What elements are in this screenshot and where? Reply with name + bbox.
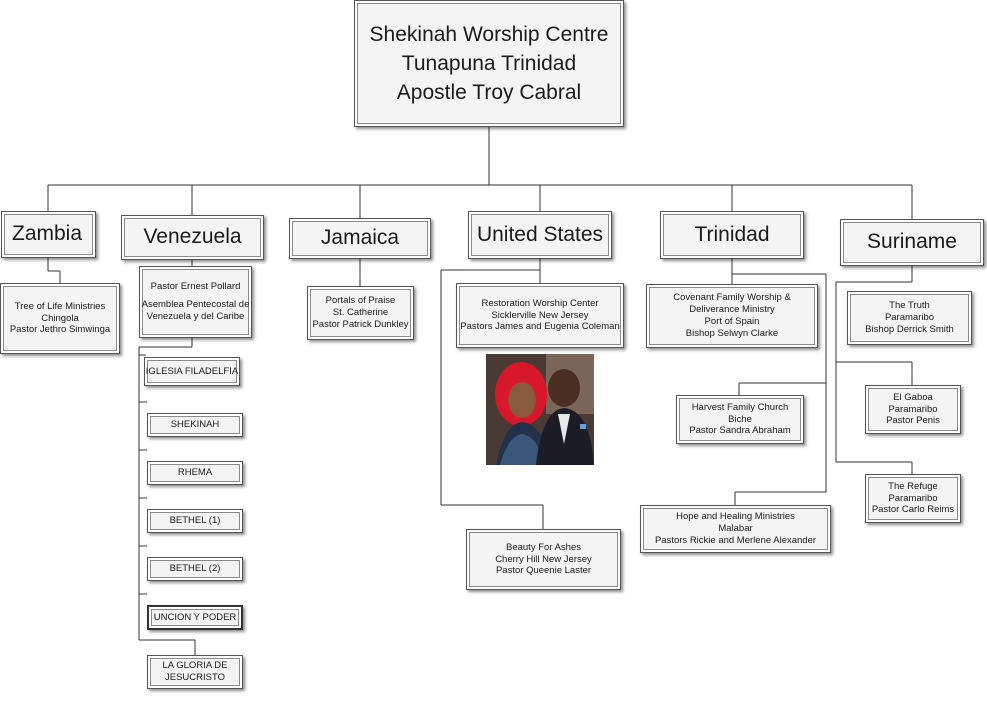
church-name: Tree of Life Ministries [14, 300, 106, 312]
church-name: The Truth [889, 300, 930, 312]
church-location: Cherry Hill New Jersey [495, 553, 592, 565]
harvest-family-church: Harvest Family Church Biche Pastor Sandr… [676, 395, 804, 444]
country-united-states: United States [468, 211, 612, 259]
church-bethel-2: BETHEL (2) [147, 557, 243, 581]
pastor-name: Pastor Ernest Pollard [150, 281, 241, 293]
covenant-family-worship: Covenant Family Worship & Deliverance Mi… [646, 284, 818, 348]
church-location: Port of Spain [704, 316, 760, 327]
country-suriname: Suriname [840, 219, 984, 266]
church-pastor: Pastor Sandra Abraham [689, 425, 791, 437]
country-jamaica: Jamaica [289, 218, 431, 259]
church-name: Portals of Praise [325, 295, 396, 307]
church-pastor: Pastor Queenie Laster [495, 565, 592, 577]
church-location: Chingola [41, 312, 79, 324]
church-name: Restoration Worship Center [481, 297, 599, 309]
church-shekinah: SHEKINAH [147, 413, 243, 437]
church-name: Harvest Family Church [691, 401, 789, 413]
church-pastor: Pastor Patrick Dunkley [312, 318, 409, 330]
church-location: Sicklerville New Jersey [491, 309, 589, 321]
church-label: SHEKINAH [170, 419, 220, 431]
church-label: BETHEL (1) [169, 515, 221, 527]
church-pastor: Bishop Selwyn Clarke [685, 327, 779, 339]
church-pastor: Pastor Penis [886, 415, 940, 427]
country-label: Venezuela [143, 225, 242, 249]
church-label: IGLESIA FILADELFIA [145, 365, 239, 377]
country-label: Trinidad [694, 222, 770, 246]
church-pastor: Pastor Jethro Simwinga [9, 324, 111, 336]
venezuela-head: Pastor Ernest Pollard Asemblea Pentecost… [139, 266, 252, 338]
country-label: United States [476, 222, 604, 246]
portals-of-praise: Portals of Praise St. Catherine Pastor P… [307, 286, 414, 340]
church-label: UNCION Y PODER [153, 611, 237, 623]
restoration-worship-center: Restoration Worship Center Sicklerville … [456, 283, 624, 348]
pastors-photo-illustration [486, 354, 594, 465]
country-label: Jamaica [320, 226, 400, 250]
church-rhema: RHEMA [147, 461, 243, 485]
organization-name: Asemblea Pentecostal de Venezuela y del … [141, 299, 250, 322]
country-label: Suriname [867, 230, 957, 254]
church-iglesia-filadelfia: IGLESIA FILADELFIA [144, 357, 240, 386]
country-venezuela: Venezuela [121, 215, 264, 260]
church-location: Malabar [718, 523, 753, 535]
hope-and-healing-ministries: Hope and Healing Ministries Malabar Past… [640, 505, 831, 553]
beauty-for-ashes: Beauty For Ashes Cherry Hill New Jersey … [466, 529, 621, 590]
church-pastor: Pastors Rickie and Merlene Alexander [654, 534, 817, 546]
church-name-line-2: Deliverance Ministry [689, 304, 775, 316]
pastors-photo [486, 354, 594, 465]
the-refuge: The Refuge Paramaribo Pastor Carlo Reims [865, 474, 961, 523]
root-line-2: Tunapuna Trinidad [401, 52, 577, 75]
church-pastor: Bishop Derrick Smith [865, 323, 954, 335]
church-name: El Gaboa [893, 391, 933, 403]
church-location: Paramaribo [884, 312, 935, 324]
root-line-1: Shekinah Worship Centre [369, 23, 609, 46]
church-name: Hope and Healing Ministries [676, 511, 795, 523]
church-location: Paramaribo [888, 492, 938, 504]
church-name-line-1: Covenant Family Worship & [673, 292, 791, 304]
church-name: The Refuge [888, 480, 938, 492]
church-location: Paramaribo [888, 403, 938, 415]
church-pastor: Pastors James and Eugenia Coleman [460, 321, 620, 333]
tree-of-life-ministries: Tree of Life Ministries Chingola Pastor … [0, 283, 120, 354]
root-node: Shekinah Worship Centre Tunapuna Trinida… [354, 0, 624, 127]
church-uncion-y-poder: UNCION Y PODER [147, 605, 243, 630]
root-line-3: Apostle Troy Cabral [396, 81, 582, 104]
church-location: St. Catherine [332, 307, 389, 319]
church-name: Beauty For Ashes [506, 541, 581, 553]
country-trinidad: Trinidad [660, 211, 804, 259]
church-label: BETHEL (2) [169, 563, 221, 575]
church-la-gloria-de-jesucristo: LA GLORIA DE JESUCRISTO [147, 655, 243, 689]
church-bethel-1: BETHEL (1) [147, 509, 243, 533]
country-zambia: Zambia [1, 211, 96, 258]
church-label: LA GLORIA DE JESUCRISTO [162, 660, 228, 683]
church-label: RHEMA [177, 467, 213, 479]
country-label: Zambia [12, 222, 83, 246]
church-location: Biche [728, 413, 752, 425]
el-gaboa: El Gaboa Paramaribo Pastor Penis [865, 385, 961, 434]
church-pastor: Pastor Carlo Reims [871, 504, 955, 516]
the-truth: The Truth Paramaribo Bishop Derrick Smit… [847, 291, 972, 345]
